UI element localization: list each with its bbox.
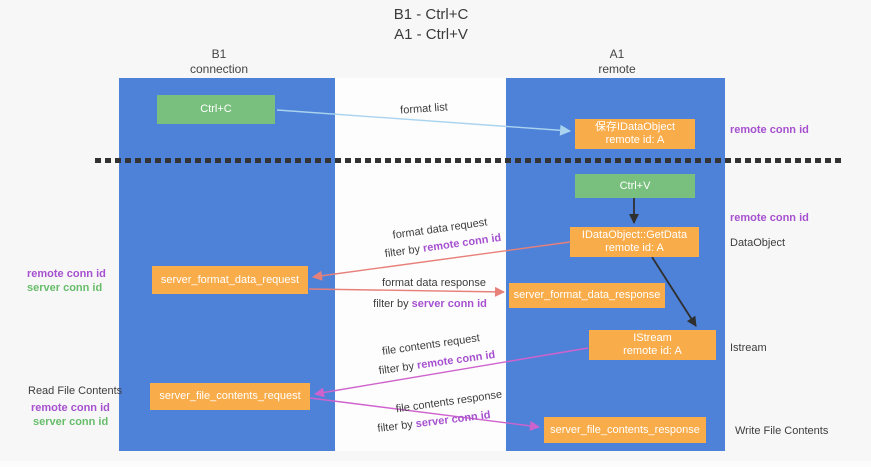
- lane-b1-name: B1: [211, 47, 227, 61]
- server-conn-id-text: server conn id: [411, 298, 487, 310]
- node-idataobject-getdata: IDataObject::GetData remote id: A: [570, 227, 699, 257]
- node-istream: IStream remote id: A: [589, 330, 716, 360]
- node-idataobject-getdata-line1: IDataObject::GetData: [581, 229, 688, 241]
- node-server-file-contents-response: server_file_contents_response: [544, 417, 706, 443]
- node-server-file-contents-request: server_file_contents_request: [150, 383, 310, 410]
- label-istream: Istream: [730, 342, 767, 354]
- node-ctrl-v: Ctrl+V: [575, 174, 695, 198]
- title-line-1: B1 - Ctrl+C: [393, 6, 469, 23]
- node-ctrl-c-label: Ctrl+C: [200, 103, 232, 115]
- node-istream-line2: remote id: A: [623, 345, 682, 357]
- node-server-file-contents-response-label: server_file_contents_response: [550, 423, 700, 436]
- node-server-file-contents-request-label: server_file_contents_request: [159, 390, 301, 402]
- node-idataobject-getdata-line2: remote id: A: [605, 242, 664, 254]
- label-write-file-contents: Write File Contents: [735, 425, 829, 437]
- label-filter-server-conn-id-format: filter by server conn id: [373, 298, 487, 310]
- node-istream-line1: IStream: [633, 332, 672, 344]
- label-read-file-contents: Read File Contents: [28, 385, 123, 397]
- lane-a1-name: A1: [609, 47, 625, 61]
- label-dataobject: DataObject: [730, 237, 786, 249]
- label-remote-conn-id-mid-right: remote conn id: [730, 212, 809, 224]
- node-server-format-data-request-label: server_format_data_request: [160, 273, 300, 286]
- node-server-format-data-response-label: server_format_data_response: [513, 289, 661, 301]
- label-remote-conn-id-left-bottom: remote conn id: [31, 402, 110, 414]
- lane-b1-role: connection: [189, 62, 249, 76]
- node-save-idataobject-line2: remote id: A: [605, 134, 665, 146]
- lane-a1-role: remote: [598, 62, 636, 76]
- lane-header-a1: A1 remote: [598, 47, 635, 77]
- label-server-conn-id-left-mid: server conn id: [27, 282, 103, 294]
- node-server-format-data-response: server_format_data_response: [509, 283, 665, 308]
- node-save-idataobject: 保存IDataObject remote id: A: [575, 119, 695, 149]
- lane-header-b1: B1 connection: [190, 47, 248, 77]
- label-remote-conn-id-top-right: remote conn id: [730, 124, 809, 136]
- diagram-title: B1 - Ctrl+C A1 - Ctrl+V: [394, 5, 469, 45]
- node-server-format-data-request: server_format_data_request: [152, 266, 308, 294]
- title-line-2: A1 - Ctrl+V: [394, 26, 468, 43]
- filter-by-text: filter by: [373, 298, 409, 310]
- bottom-edge: [0, 461, 871, 467]
- node-ctrl-v-label: Ctrl+V: [619, 179, 651, 192]
- label-server-conn-id-left-bottom: server conn id: [33, 416, 109, 428]
- phase-separator-line: [95, 158, 845, 163]
- label-remote-conn-id-left-mid: remote conn id: [27, 268, 106, 280]
- node-ctrl-c: Ctrl+C: [157, 95, 275, 124]
- label-format-data-response: format data response: [382, 277, 486, 289]
- node-save-idataobject-line1: 保存IDataObject: [594, 121, 676, 133]
